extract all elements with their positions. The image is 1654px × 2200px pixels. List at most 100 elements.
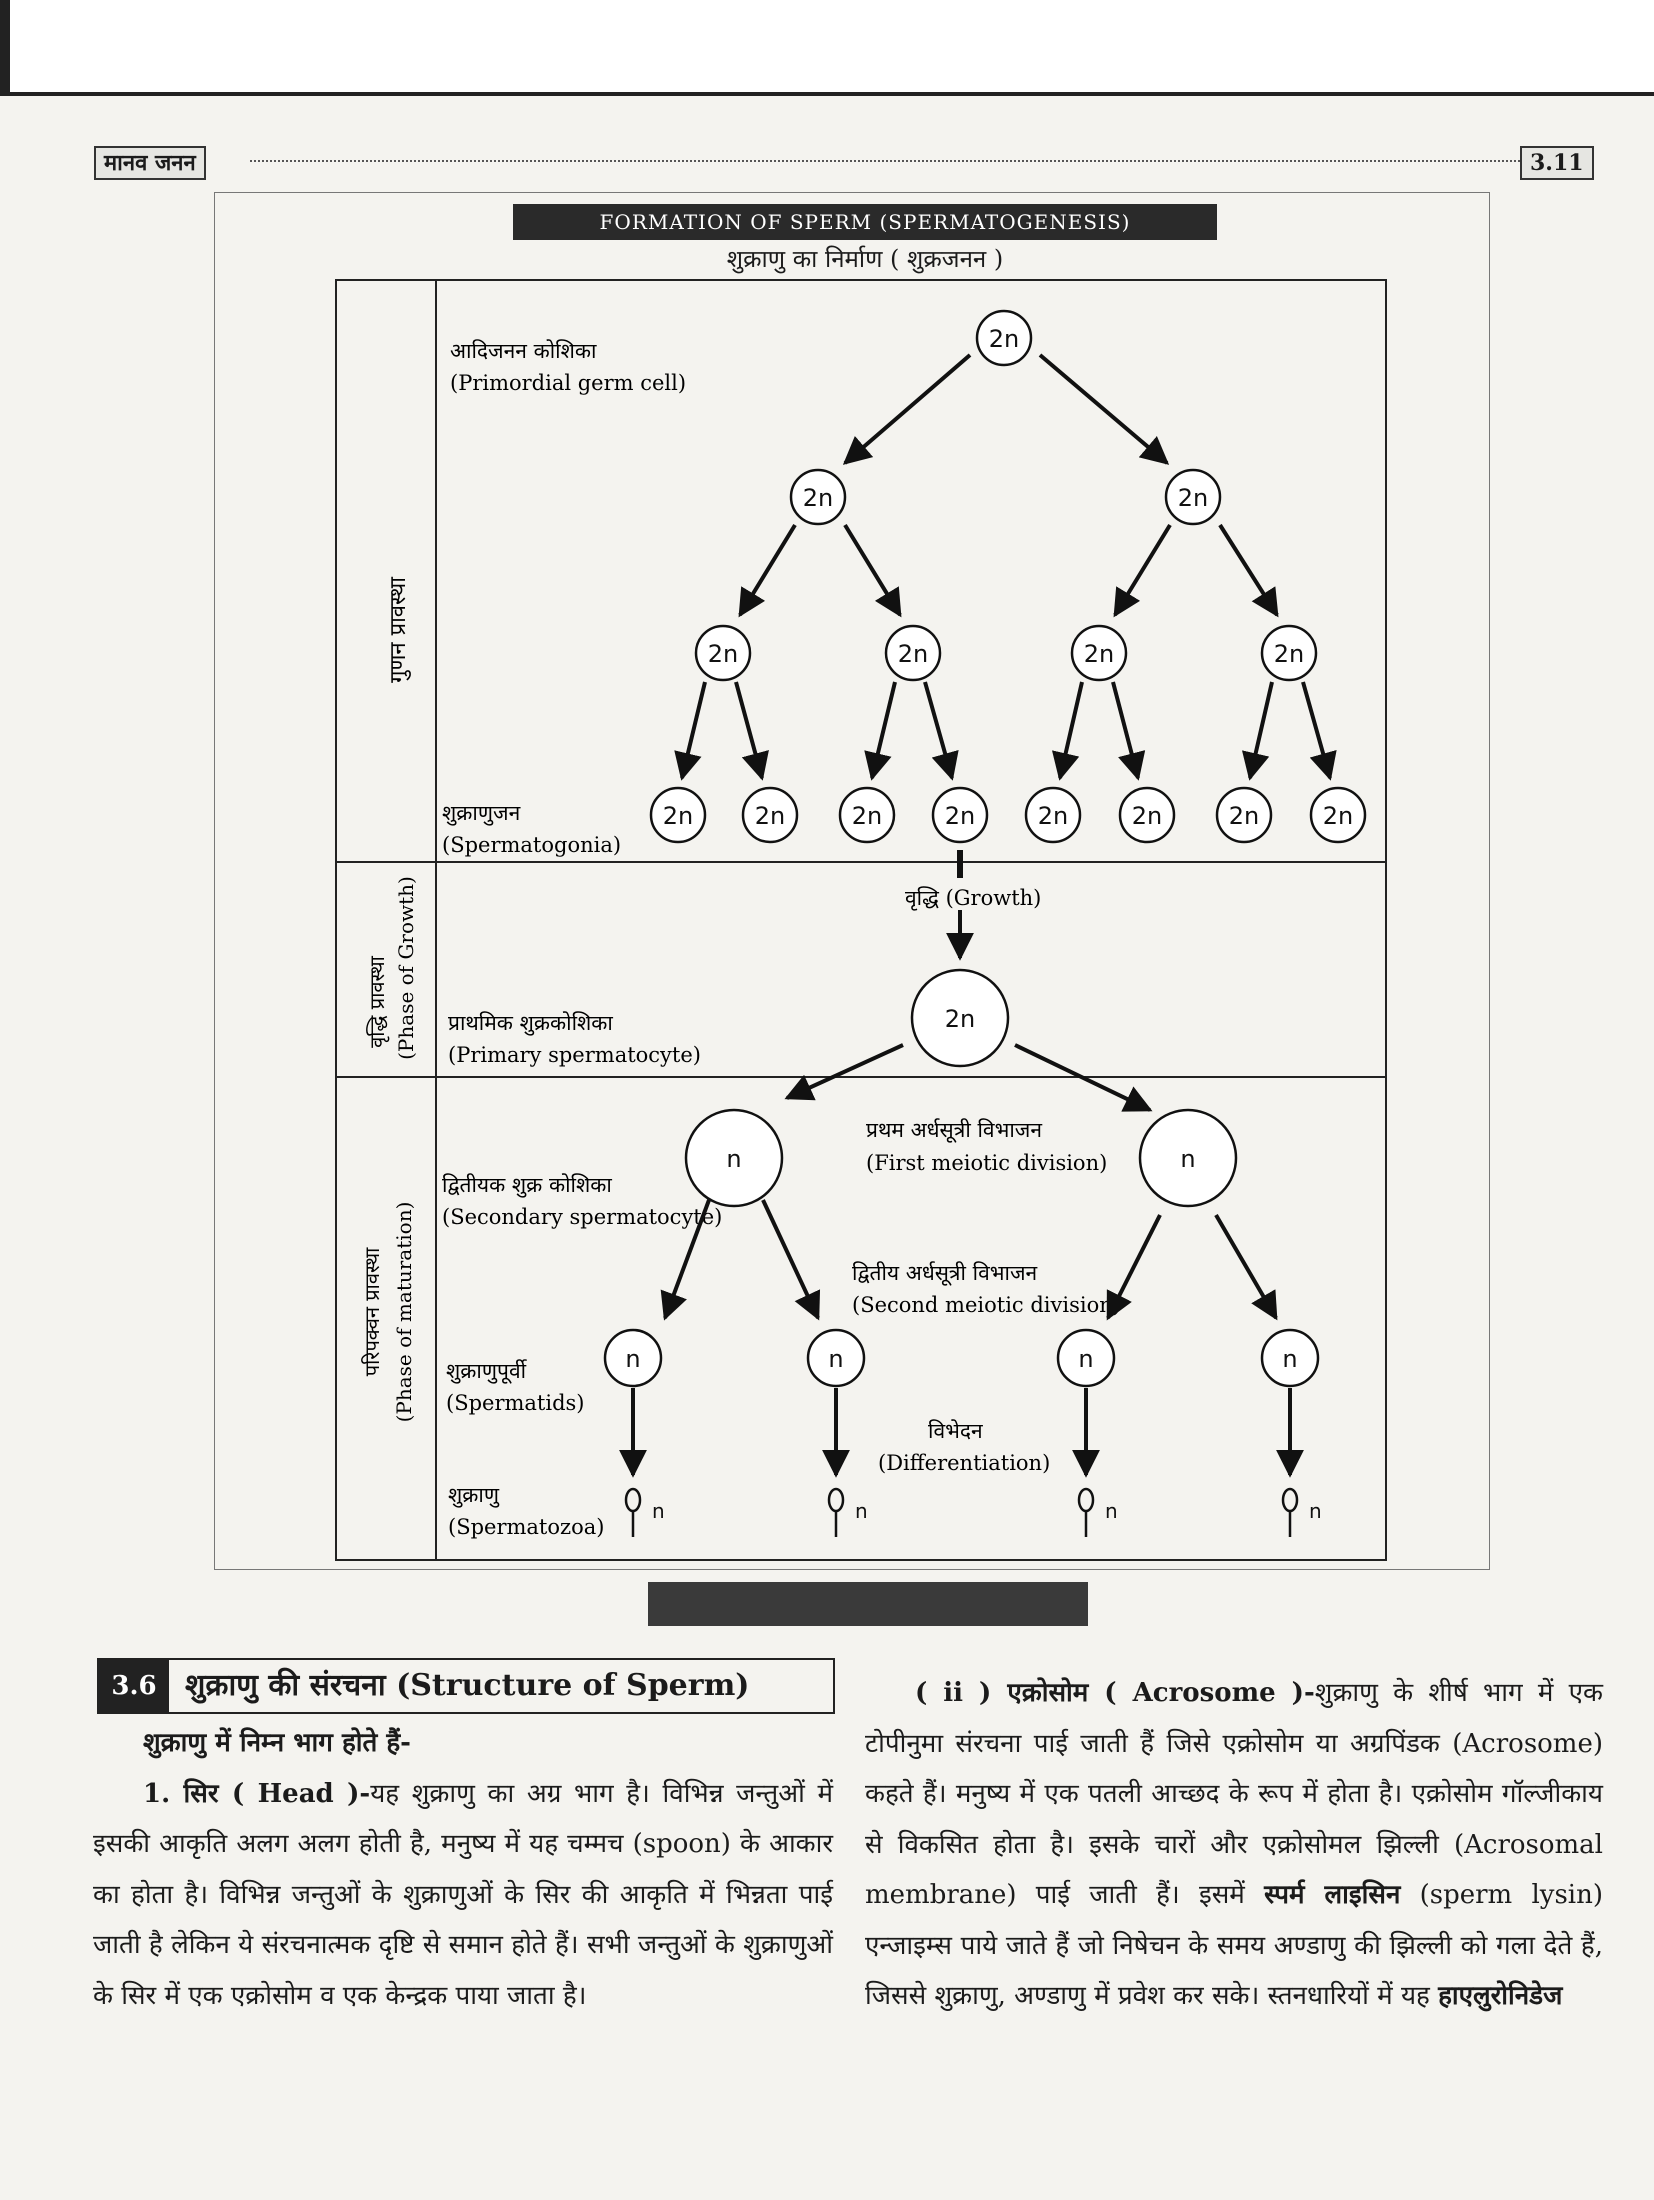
phase-growth-en: (Phase of Growth)	[394, 876, 418, 1060]
cell-2n-l2-d	[1260, 624, 1318, 682]
label-pgc-hi: आदिजनन कोशिका	[450, 339, 597, 363]
section-number: 3.6	[99, 1660, 169, 1712]
cell-spermatogonium-6	[1118, 786, 1176, 844]
ploidy-label: n	[1309, 1499, 1322, 1523]
ploidy-label: 2n	[803, 484, 833, 512]
acrosome-bold-2: हाएलुरोनिडेज	[1438, 1981, 1563, 2011]
ploidy-label: 2n	[1132, 802, 1162, 830]
ploidy-label: 2n	[1178, 484, 1208, 512]
ploidy-label: n	[1282, 1345, 1297, 1373]
ploidy-label: n	[652, 1499, 665, 1523]
cell-2n-l1-a	[789, 468, 847, 526]
section-heading: 3.6 शुक्राणु की संरचना (Structure of Spe…	[97, 1658, 835, 1714]
label-spermatid-hi: शुक्राणुपूर्वी	[446, 1359, 528, 1384]
cell-spermatogonium-2	[741, 786, 799, 844]
ploidy-label: n	[726, 1145, 741, 1173]
sperm-icon	[1281, 1487, 1299, 1537]
label-spermatid-en: (Spermatids)	[446, 1391, 585, 1415]
figure-subtitle: शुक्राणु का निर्माण ( शुक्रजनन )	[726, 245, 1004, 273]
cell-primordial	[975, 309, 1033, 367]
page-edge	[0, 0, 10, 92]
cell-secondary-spermatocyte-b	[1138, 1108, 1238, 1208]
label-second-div-en: (Second meiotic division)	[852, 1293, 1121, 1317]
ploidy-label: n	[1078, 1345, 1093, 1373]
cell-spermatogonium-4	[931, 786, 989, 844]
division-arrows	[619, 353, 1337, 1478]
sperm-icon	[827, 1487, 845, 1537]
sperm-icon	[1077, 1487, 1095, 1537]
label-differentiation-en: (Differentiation)	[878, 1451, 1050, 1475]
acrosome-lead: ( ii ) एक्रोसोम ( Acrosome )-	[915, 1678, 1315, 1708]
ploidy-label: n	[625, 1345, 640, 1373]
acrosome-bold-1: स्पर्म लाइसिन	[1264, 1880, 1401, 1910]
ploidy-label: 2n	[755, 802, 785, 830]
cell-spermatogonium-5	[1024, 786, 1082, 844]
cell-secondary-spermatocyte-a	[684, 1108, 784, 1208]
ploidy-label: 2n	[945, 802, 975, 830]
cell-2n-l2-c	[1070, 624, 1128, 682]
label-first-div-en: (First meiotic division)	[866, 1151, 1107, 1175]
head-text: यह शुक्राणु का अग्र भाग है। विभिन्न जन्त…	[93, 1778, 833, 2011]
right-column: ( ii ) एक्रोसोम ( Acrosome )-शुक्राणु के…	[865, 1668, 1603, 2022]
cell-spermatogonium-3	[838, 786, 896, 844]
phase-growth-hi: वृद्धि प्रावस्था	[365, 955, 390, 1047]
ploidy-label: 2n	[945, 1005, 975, 1033]
cell-primary-spermatocyte	[910, 968, 1010, 1068]
label-differentiation-hi: विभेदन	[928, 1419, 983, 1443]
ploidy-label: n	[828, 1345, 843, 1373]
phase-multiplication: गुणन प्रावस्था	[386, 577, 411, 683]
label-primary-hi: प्राथमिक शुक्रकोशिका	[448, 1011, 613, 1036]
phase-maturation-en: (Phase of maturation)	[392, 1202, 416, 1423]
label-first-div-hi: प्रथम अर्धसूत्री विभाजन	[866, 1118, 1042, 1143]
section-title: शुक्राणु की संरचना (Structure of Sperm)	[185, 1668, 750, 1703]
page-number: 3.11	[1520, 146, 1594, 180]
label-secondary-hi: द्वितीयक शुक्र कोशिका	[442, 1173, 612, 1198]
ploidy-label: 2n	[1038, 802, 1068, 830]
cell-spermatogonium-1	[649, 786, 707, 844]
diagram-table	[335, 279, 1387, 1561]
ploidy-label: n	[855, 1499, 868, 1523]
label-spermatogonia-en: (Spermatogonia)	[442, 833, 621, 857]
ploidy-label: 2n	[1229, 802, 1259, 830]
ploidy-label: 2n	[1084, 640, 1114, 668]
label-second-div-hi: द्वितीय अर्धसूत्री विभाजन	[852, 1261, 1038, 1286]
page-top-band	[0, 0, 1654, 96]
cell-spermatid-2	[806, 1328, 866, 1388]
figure-caption-bar	[648, 1582, 1088, 1626]
label-growth: वृद्धि (Growth)	[905, 886, 1041, 911]
head-paragraph: 1. सिर ( Head )-यह शुक्राणु का अग्र भाग …	[93, 1769, 833, 2022]
cell-2n-l1-b	[1164, 468, 1222, 526]
ploidy-label: 2n	[663, 802, 693, 830]
label-spermatozoa-hi: शुक्राणु	[448, 1483, 500, 1508]
ploidy-label: 2n	[1323, 802, 1353, 830]
cell-spermatid-4	[1260, 1328, 1320, 1388]
ploidy-label: n	[1105, 1499, 1118, 1523]
cell-spermatid-1	[603, 1328, 663, 1388]
figure-title: FORMATION OF SPERM (SPERMATOGENESIS)	[513, 204, 1217, 240]
label-pgc-en: (Primordial germ cell)	[450, 371, 686, 395]
section-intro: शुक्राणु में निम्न भाग होते हैं-	[143, 1728, 411, 1758]
header-rule	[250, 160, 1520, 162]
cell-2n-l2-b	[884, 624, 942, 682]
cell-2n-l2-a	[694, 624, 752, 682]
left-column: शुक्राणु में निम्न भाग होते हैं- 1. सिर …	[93, 1718, 833, 2021]
phase-maturation-hi: परिपक्वन प्रावस्था	[360, 1247, 384, 1376]
ploidy-label: 2n	[852, 802, 882, 830]
cell-spermatogonium-7	[1215, 786, 1273, 844]
ploidy-label: n	[1180, 1145, 1195, 1173]
ploidy-label: 2n	[1274, 640, 1304, 668]
acrosome-text-1: शुक्राणु के शीर्ष भाग में एक टोपीनुमा सं…	[865, 1678, 1603, 1910]
cell-spermatid-3	[1056, 1328, 1116, 1388]
ploidy-label: 2n	[989, 325, 1019, 353]
label-primary-en: (Primary spermatocyte)	[448, 1043, 701, 1067]
acrosome-text-2: (sperm lysin) एन्जाइम्स पाये जाते हैं जो…	[865, 1880, 1603, 2011]
ploidy-label: 2n	[708, 640, 738, 668]
sperm-icon	[624, 1487, 642, 1537]
ploidy-label: 2n	[898, 640, 928, 668]
label-spermatogonia-hi: शुक्राणुजन	[442, 801, 521, 826]
cell-spermatogonium-8	[1309, 786, 1367, 844]
label-spermatozoa-en: (Spermatozoa)	[448, 1515, 604, 1539]
acrosome-paragraph: ( ii ) एक्रोसोम ( Acrosome )-शुक्राणु के…	[865, 1668, 1603, 2022]
label-secondary-en: (Secondary spermatocyte)	[442, 1205, 722, 1229]
